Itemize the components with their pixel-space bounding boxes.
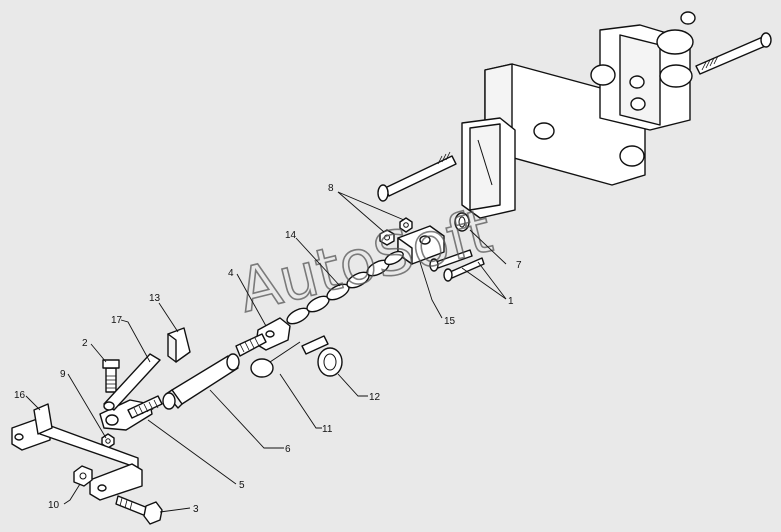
callout-13: 13 [149,293,161,304]
lynch-pin [301,335,343,377]
hitch-frame [461,11,696,219]
retaining-pin [454,212,470,232]
callout-8: 8 [328,183,334,194]
callout-11: 11 [322,424,333,435]
fork-end [235,317,291,357]
long-bolt-left [377,151,457,202]
callout-1: 1 [508,296,514,307]
callout-labels: 1 2 3 4 5 6 7 8 9 10 11 12 13 14 15 16 1… [14,183,522,515]
callout-5: 5 [239,480,245,491]
threaded-tube [162,353,240,410]
callout-15: 15 [444,316,456,327]
nuts [379,217,413,246]
callout-16: 16 [14,390,26,401]
callout-17: 17 [111,315,123,326]
callout-4: 4 [228,268,234,279]
callout-14: 14 [285,230,297,241]
nut-bottom [73,465,93,487]
chain [286,250,404,325]
bolt-small [102,359,120,393]
bolt-pair [429,249,485,282]
callout-7: 7 [516,260,522,271]
leader-lines [25,191,507,513]
plate [167,327,191,363]
long-bolt-upper [695,32,772,75]
callout-10: 10 [48,500,60,511]
rod-end [99,395,163,431]
callout-12: 12 [369,392,381,403]
nut-small [101,433,115,449]
clevis-block [397,225,445,265]
link-bracket [103,353,161,411]
callout-9: 9 [60,369,66,380]
spring-clip [250,341,301,378]
drawbar-frame [11,403,143,501]
bolt-bottom [115,495,163,525]
callout-2: 2 [82,338,88,349]
callout-3: 3 [193,504,199,515]
callout-6: 6 [285,444,291,455]
